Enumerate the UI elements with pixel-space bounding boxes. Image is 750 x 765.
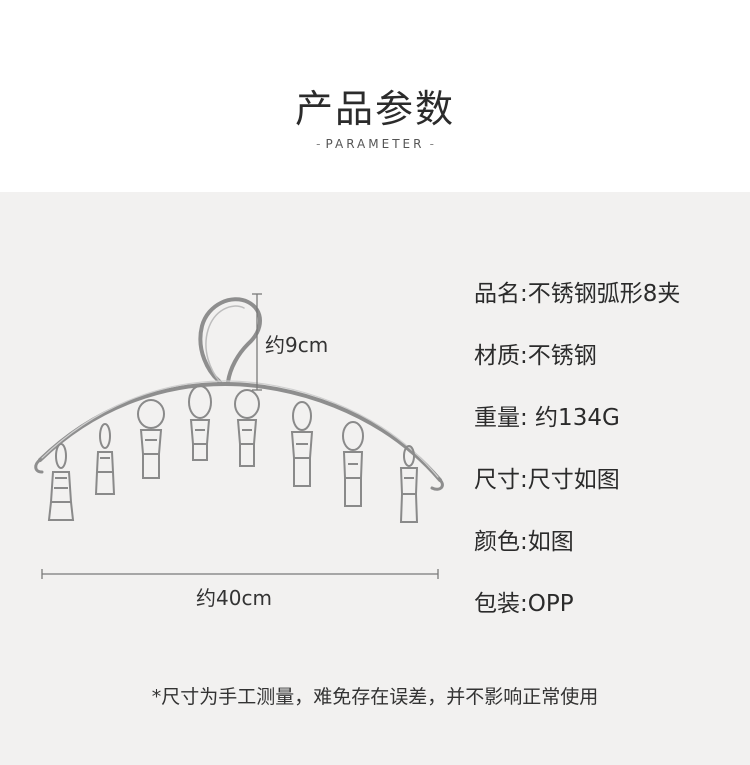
height-dimension-line bbox=[252, 293, 262, 391]
width-label: 约40cm bbox=[196, 586, 272, 610]
spec-name: 品名:不锈钢弧形8夹 bbox=[474, 281, 681, 307]
spec-material: 材质:不锈钢 bbox=[474, 343, 597, 369]
subtitle: - PARAMETER - bbox=[0, 133, 750, 152]
subtitle-right-dash: - bbox=[429, 137, 434, 151]
width-dimension-line bbox=[41, 569, 439, 579]
page-title: 产品参数 bbox=[294, 87, 455, 131]
measurement-note: *尺寸为手工测量，难免存在误差，并不影响正常使用 bbox=[151, 686, 599, 708]
header: 产品参数 - PARAMETER - bbox=[0, 0, 750, 192]
spec-color: 颜色:如图 bbox=[474, 529, 574, 555]
spec-weight: 重量: 约134G bbox=[474, 405, 620, 431]
spec-list: 品名:不锈钢弧形8夹 材质:不锈钢 重量: 约134G 尺寸:尺寸如图 颜色:如… bbox=[474, 274, 680, 646]
product-panel: 约9cm 约40cm 品名:不锈钢弧形8夹 材质:不锈钢 重量: 约134G 尺… bbox=[0, 192, 750, 765]
hanger-image bbox=[34, 293, 444, 579]
clips bbox=[47, 385, 419, 523]
height-label: 约9cm bbox=[265, 333, 329, 357]
clip-1 bbox=[47, 443, 75, 521]
clip-4 bbox=[188, 385, 212, 461]
clip-8 bbox=[399, 445, 419, 523]
clip-2 bbox=[94, 423, 116, 495]
hook-outline bbox=[198, 297, 262, 384]
subtitle-left-dash: - bbox=[316, 137, 321, 151]
spec-size: 尺寸:尺寸如图 bbox=[474, 467, 620, 493]
clip-6 bbox=[290, 401, 314, 487]
clip-3 bbox=[137, 399, 165, 479]
spec-packaging: 包装:OPP bbox=[474, 591, 574, 617]
clip-7 bbox=[342, 421, 364, 507]
left-end-curl bbox=[34, 458, 44, 474]
arc-rod-highlight bbox=[41, 380, 439, 478]
hook-outline-inner bbox=[205, 305, 245, 383]
right-end-curl bbox=[430, 478, 444, 491]
arc-rod bbox=[38, 382, 442, 482]
subtitle-text: PARAMETER bbox=[325, 137, 425, 151]
clip-5 bbox=[234, 389, 260, 467]
